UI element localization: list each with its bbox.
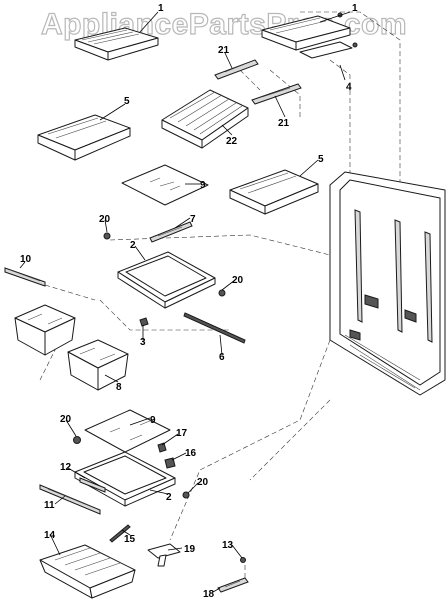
callout-16: 16 xyxy=(185,448,197,459)
callout-12: 12 xyxy=(60,462,72,473)
callout-14: 14 xyxy=(44,530,56,541)
part-7-bracket xyxy=(149,221,193,243)
part-5-shelf-right xyxy=(229,169,319,215)
callout-6: 6 xyxy=(219,352,225,363)
part-2-frame-lower xyxy=(74,451,176,507)
callout-19: 19 xyxy=(184,544,196,555)
part-9-glass-upper xyxy=(121,164,209,206)
part-9-glass-lower xyxy=(84,409,171,453)
part-18-bracket xyxy=(217,577,249,593)
assembly-guide-lines xyxy=(39,11,401,580)
callout-21-lower: 21 xyxy=(278,118,290,129)
callout-20-b: 20 xyxy=(232,275,244,286)
callout-8: 8 xyxy=(116,382,122,393)
callout-1-right: 1 xyxy=(352,3,358,14)
part-19-bracket xyxy=(147,543,181,567)
callout-4: 4 xyxy=(346,82,352,93)
part-21-rail-lower xyxy=(251,83,302,105)
callout-9-upper: 9 xyxy=(200,180,206,191)
part-20-screw-c xyxy=(73,436,81,444)
part-11-rail xyxy=(39,484,101,515)
part-20-screw-b xyxy=(218,289,226,297)
callout-2-upper: 2 xyxy=(130,240,136,251)
part-20-screw-a xyxy=(103,232,111,240)
part-5-shelf-left xyxy=(37,114,131,161)
callout-20-a: 20 xyxy=(99,214,111,225)
part-16-clip xyxy=(164,457,176,469)
part-1-shelf-right xyxy=(261,12,358,59)
part-2-frame-upper xyxy=(117,251,216,309)
part-20-screw-d xyxy=(182,491,190,499)
callout-5-right: 5 xyxy=(318,154,324,165)
callout-15: 15 xyxy=(124,534,136,545)
crisper-drawer-upper xyxy=(14,304,76,356)
part-21-rail-upper xyxy=(214,59,259,80)
part-17-clip xyxy=(157,442,167,453)
callout-13: 13 xyxy=(222,540,234,551)
callout-leaders xyxy=(19,11,351,593)
callout-20-d: 20 xyxy=(197,477,209,488)
callout-7: 7 xyxy=(190,214,196,225)
callout-1-left: 1 xyxy=(158,3,164,14)
callout-3: 3 xyxy=(140,337,146,348)
callout-18: 18 xyxy=(203,589,215,600)
part-14-deli-pan xyxy=(39,544,136,599)
part-3-clip xyxy=(139,317,149,327)
part-6-rod xyxy=(183,312,246,344)
callout-22: 22 xyxy=(226,136,238,147)
fridge-liner-cabinet xyxy=(329,171,446,396)
callout-labels: 1 1 4 21 21 22 5 5 9 7 20 2 10 20 3 6 8 … xyxy=(20,3,358,600)
callout-2-lower: 2 xyxy=(166,492,172,503)
callout-9-lower: 9 xyxy=(150,415,156,426)
callout-10: 10 xyxy=(20,254,32,265)
part-1-shelf-left xyxy=(74,27,159,61)
part-8-crisper-drawer-lower xyxy=(67,339,129,391)
callout-17: 17 xyxy=(176,428,188,439)
callout-21-upper: 21 xyxy=(218,45,230,56)
callout-11: 11 xyxy=(44,500,55,511)
callout-20-c: 20 xyxy=(60,414,72,425)
callout-5-left: 5 xyxy=(124,96,130,107)
part-12-rail xyxy=(79,477,106,493)
part-13-clip xyxy=(240,557,246,563)
part-10-rail xyxy=(4,267,46,287)
